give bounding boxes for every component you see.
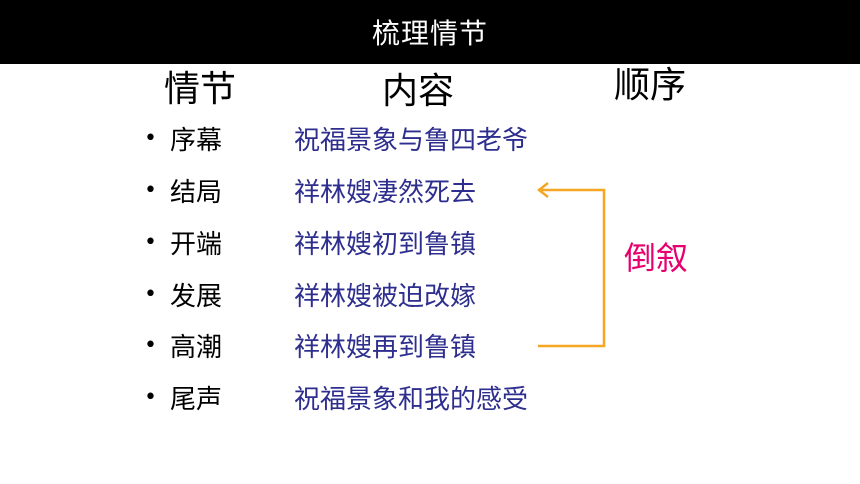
list-item: • 高潮 祥林嫂再到鲁镇 (144, 325, 476, 365)
bullet-icon: • (144, 281, 157, 307)
arrowhead-icon (536, 182, 549, 198)
list-item: • 开端 祥林嫂初到鲁镇 (144, 222, 476, 262)
content-text: 祝福景象与鲁四老爷 (294, 125, 529, 156)
stage-label: 结局 (170, 177, 223, 208)
bullet-icon: • (144, 125, 157, 151)
list-item: • 结局 祥林嫂凄然死去 (144, 170, 476, 210)
title-bar: 梳理情节 (0, 0, 860, 64)
stage-label: 开端 (170, 229, 223, 260)
header-content: 内容 (382, 71, 455, 112)
stage-label: 高潮 (170, 332, 223, 363)
content-text: 祥林嫂凄然死去 (294, 177, 477, 208)
content-text: 祝福景象和我的感受 (294, 384, 529, 415)
content-text: 祥林嫂初到鲁镇 (294, 229, 477, 260)
header-stage: 情节 (164, 69, 237, 110)
list-item: • 序幕 祝福景象与鲁四老爷 (144, 118, 528, 158)
bullet-icon: • (144, 332, 157, 358)
bullet-icon: • (144, 229, 157, 255)
stage-label: 尾声 (170, 384, 223, 415)
content-text: 祥林嫂再到鲁镇 (294, 332, 477, 363)
list-item: • 发展 祥林嫂被迫改嫁 (144, 274, 476, 314)
bullet-icon: • (144, 177, 157, 203)
flashback-label: 倒叙 (624, 239, 689, 277)
stage-label: 发展 (170, 281, 223, 312)
bullet-icon: • (144, 384, 157, 410)
list-item: • 尾声 祝福景象和我的感受 (144, 377, 528, 417)
bracket-line (538, 188, 606, 348)
header-order: 顺序 (614, 65, 687, 106)
content-text: 祥林嫂被迫改嫁 (294, 281, 477, 312)
stage-label: 序幕 (170, 125, 223, 156)
slide-title: 梳理情节 (371, 17, 488, 50)
